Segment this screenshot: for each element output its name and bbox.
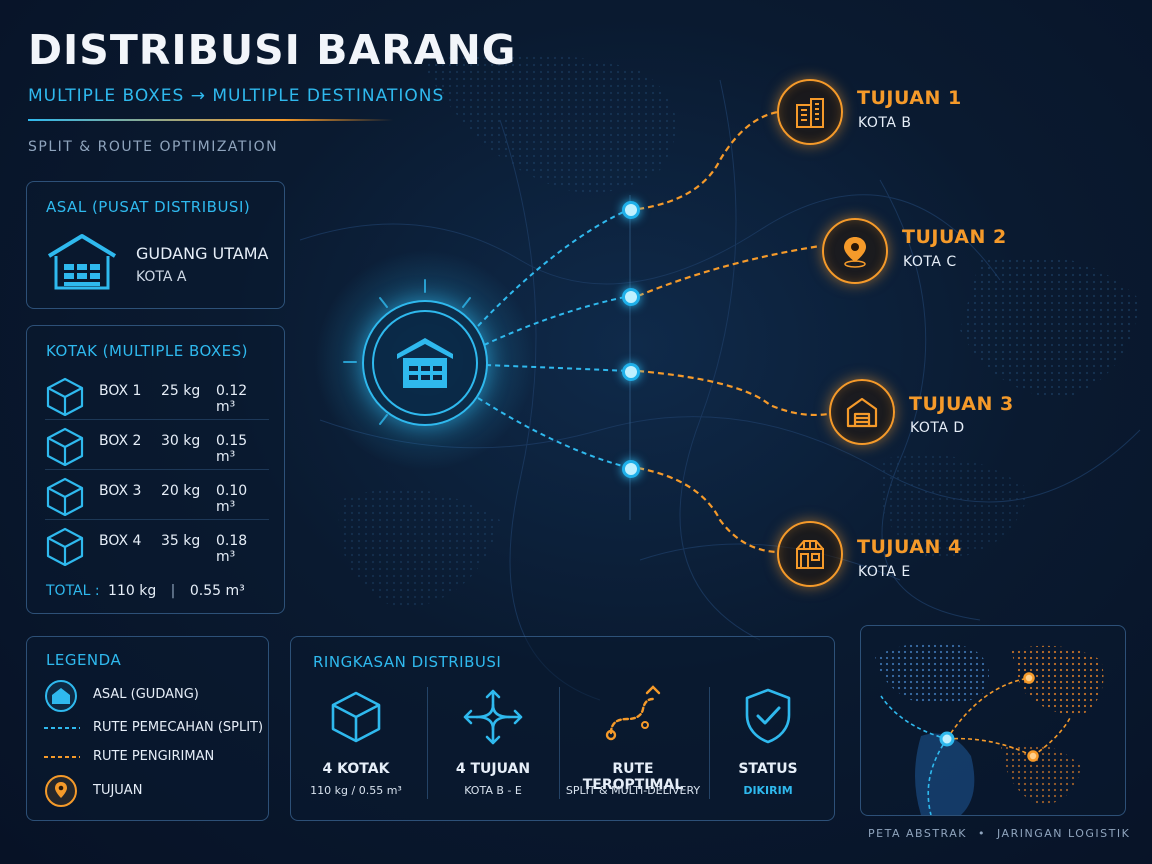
storefront-icon — [796, 540, 824, 569]
box-row: BOX 4 35 kg 0.18 m³ — [45, 519, 269, 569]
box-icon — [46, 427, 84, 466]
map-caption-right: JARINGAN LOGISTIK — [997, 827, 1131, 840]
warehouse-icon — [45, 680, 77, 712]
split-node — [622, 363, 640, 381]
mini-map-panel — [860, 625, 1126, 816]
shield-check-icon — [745, 688, 791, 744]
split-node — [622, 201, 640, 219]
warehouse-icon — [397, 338, 453, 388]
summary-destinations-sub: KOTA B - E — [464, 784, 522, 797]
destination-2-city: KOTA C — [903, 254, 957, 270]
dashed-orange-line-icon — [44, 756, 80, 758]
destination-2-title: TUJUAN 2 — [902, 226, 1007, 248]
dashed-cyan-line-icon — [44, 727, 80, 729]
origin-hub — [362, 300, 488, 426]
split-node — [622, 288, 640, 306]
map-caption-left: PETA ABSTRAK — [868, 827, 967, 840]
box-row: BOX 1 25 kg 0.12 m³ — [45, 369, 269, 420]
origin-panel-title: ASAL (PUSAT DISTRIBUSI) — [46, 198, 251, 216]
summary-boxes-title: 4 KOTAK — [322, 761, 390, 777]
destination-4-marker — [777, 521, 843, 587]
box-icon — [46, 527, 84, 566]
origin-panel: ASAL (PUSAT DISTRIBUSI) GUDANG UTAMA KOT… — [26, 181, 285, 309]
legend-title: LEGENDA — [46, 651, 122, 669]
box-row: BOX 3 20 kg 0.10 m³ — [45, 469, 269, 520]
mini-map — [875, 642, 1104, 815]
destination-1-title: TUJUAN 1 — [857, 87, 962, 109]
destination-3-marker — [829, 379, 895, 445]
box-icon — [46, 377, 84, 416]
box-volume: 0.10 m³ — [216, 483, 248, 515]
legend-panel: LEGENDA ASAL (GUDANG) RUTE PEMECAHAN (SP… — [26, 636, 269, 821]
origin-city: KOTA A — [136, 269, 187, 285]
split-arrows-icon — [463, 689, 523, 745]
summary-title: RINGKASAN DISTRIBUSI — [313, 653, 502, 671]
location-pin-icon — [844, 237, 866, 268]
page-title: DISTRIBUSI BARANG — [28, 26, 517, 74]
destination-4-title: TUJUAN 4 — [857, 536, 962, 558]
box-weight: 25 kg — [161, 383, 201, 399]
warehouse-icon — [846, 397, 878, 428]
summary-status-value: DIKIRIM — [743, 784, 793, 797]
boxes-panel: KOTAK (MULTIPLE BOXES) BOX 1 25 kg 0.12 … — [26, 325, 285, 614]
legend-label-destination: TUJUAN — [93, 783, 143, 798]
legend-label-split: RUTE PEMECAHAN (SPLIT) — [93, 720, 264, 735]
title-divider — [28, 119, 393, 121]
box-volume: 0.12 m³ — [216, 383, 248, 415]
page-tagline: SPLIT & ROUTE OPTIMIZATION — [28, 139, 279, 155]
page-subtitle: MULTIPLE BOXES → MULTIPLE DESTINATIONS — [28, 86, 445, 106]
summary-divider — [709, 687, 710, 799]
summary-divider — [427, 687, 428, 799]
box-label: BOX 3 — [99, 483, 142, 499]
total-weight: 110 kg — [108, 583, 157, 599]
destination-1-marker — [777, 79, 843, 145]
box-volume: 0.18 m³ — [216, 533, 248, 565]
summary-boxes-sub: 110 kg / 0.55 m³ — [310, 784, 402, 797]
destination-3-title: TUJUAN 3 — [909, 393, 1014, 415]
legend-label-origin: ASAL (GUDANG) — [93, 687, 199, 702]
summary-destinations-title: 4 TUJUAN — [455, 761, 531, 777]
summary-route-title: RUTE TEROPTIMAL — [582, 761, 684, 793]
summary-divider — [559, 687, 560, 799]
box-label: BOX 2 — [99, 433, 142, 449]
total-label: TOTAL : — [46, 583, 100, 599]
origin-name: GUDANG UTAMA — [136, 244, 269, 263]
map-caption-bullet: • — [978, 827, 986, 840]
summary-status-title: STATUS — [738, 761, 798, 777]
destination-3-city: KOTA D — [910, 420, 965, 436]
box-label: BOX 1 — [99, 383, 142, 399]
location-pin-icon — [45, 775, 77, 807]
map-caption: PETA ABSTRAK • JARINGAN LOGISTIK — [868, 827, 1130, 840]
box-icon — [46, 477, 84, 516]
summary-route-sub: SPLIT & MULTI-DELIVERY — [565, 784, 701, 797]
box-icon — [331, 691, 381, 743]
box-row: BOX 2 30 kg 0.15 m³ — [45, 419, 269, 470]
box-weight: 20 kg — [161, 483, 201, 499]
destination-1-city: KOTA B — [858, 115, 912, 131]
legend-label-delivery: RUTE PENGIRIMAN — [93, 749, 215, 764]
box-label: BOX 4 — [99, 533, 142, 549]
destination-4-city: KOTA E — [858, 564, 911, 580]
total-separator: | — [170, 583, 176, 599]
box-volume: 0.15 m³ — [216, 433, 248, 465]
boxes-panel-title: KOTAK (MULTIPLE BOXES) — [46, 342, 248, 360]
split-node — [622, 460, 640, 478]
box-weight: 30 kg — [161, 433, 201, 449]
total-volume: 0.55 m³ — [189, 583, 245, 599]
warehouse-icon — [47, 234, 117, 290]
route-icon — [605, 685, 661, 741]
boxes-total: TOTAL : 110 kg | 0.55 m³ — [46, 583, 245, 599]
destination-2-marker — [822, 218, 888, 284]
summary-panel: RINGKASAN DISTRIBUSI 4 KOTAK 110 kg / 0.… — [290, 636, 835, 821]
box-weight: 35 kg — [161, 533, 201, 549]
building-icon — [796, 98, 824, 128]
